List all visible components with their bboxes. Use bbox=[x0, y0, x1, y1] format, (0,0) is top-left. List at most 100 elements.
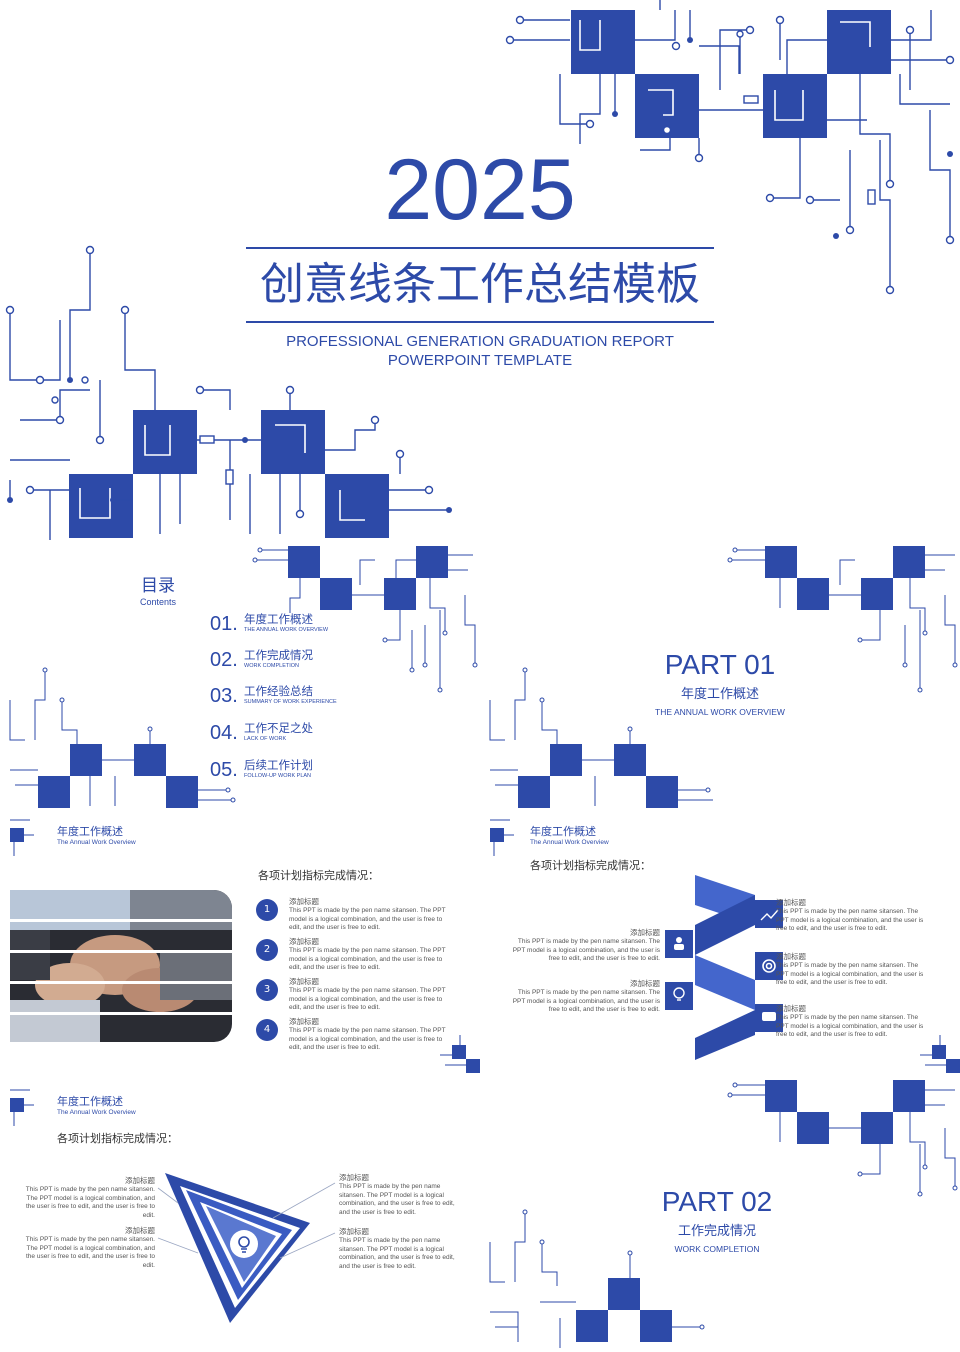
contents-item-label: 工作不足之处 bbox=[244, 721, 313, 735]
corner-circuit-decoration bbox=[490, 819, 514, 856]
title-rule-bottom bbox=[246, 321, 714, 323]
chart-icon bbox=[760, 909, 779, 921]
cover-year: 2025 bbox=[384, 142, 576, 238]
item-number-badge: 3 bbox=[256, 979, 278, 1001]
image-strip-divider bbox=[10, 981, 232, 984]
contents-item[interactable]: 02. 工作完成情况 WORK COMPLETION bbox=[210, 648, 410, 678]
w-item-right: 添加标题 This PPT is made by the pen name si… bbox=[776, 898, 928, 934]
teamwork-hands-image bbox=[10, 890, 232, 1042]
contents-item-number: 05. bbox=[210, 759, 238, 781]
slide-header-subtitle: The Annual Work Overview bbox=[57, 1109, 136, 1116]
overview-triangle-slide: 年度工作概述 The Annual Work Overview 各项计划指标完成… bbox=[0, 1080, 480, 1352]
item-title: 添加标题 bbox=[339, 1227, 369, 1236]
item-title: 添加标题 bbox=[289, 977, 319, 986]
item-body: This PPT is made by the pen name sitanse… bbox=[776, 908, 924, 933]
w-zigzag-infographic bbox=[665, 875, 783, 1060]
numbered-list-item: 1 添加标题 This PPT is made by the pen name … bbox=[256, 897, 456, 937]
contents-item-label-en: WORK COMPLETION bbox=[244, 663, 300, 669]
slide-header-title: 年度工作概述 bbox=[57, 1095, 123, 1108]
cover-slide: 2025 创意线条工作总结模板 PROFESSIONAL GENERATION … bbox=[0, 0, 960, 540]
image-strip-divider bbox=[10, 919, 232, 922]
item-body: This PPT is made by the pen name sitanse… bbox=[289, 907, 446, 932]
numbered-list-item: 3 添加标题 This PPT is made by the pen name … bbox=[256, 977, 456, 1017]
contents-item-label: 工作经验总结 bbox=[244, 684, 313, 698]
contents-item-label-en: FOLLOW-UP WORK PLAN bbox=[244, 773, 312, 779]
cover-title: 创意线条工作总结模板 bbox=[260, 259, 700, 310]
title-rule-top bbox=[246, 247, 714, 249]
section-heading: 各项计划指标完成情况： bbox=[258, 869, 379, 882]
contents-item-number: 02. bbox=[210, 649, 238, 671]
item-body: This PPT is made by the pen name sitanse… bbox=[512, 989, 660, 1014]
cover-subtitle-line2: POWERPOINT TEMPLATE bbox=[387, 352, 573, 369]
lifebuoy-icon bbox=[762, 959, 776, 973]
contents-title: 目录 bbox=[141, 576, 175, 596]
circuit-decoration-top bbox=[505, 0, 955, 295]
circuit-decoration-part02-bottom bbox=[489, 1209, 705, 1348]
w-item-left: 添加标题 This PPT is made by the pen name si… bbox=[510, 928, 660, 964]
contents-item-label: 后续工作计划 bbox=[244, 758, 313, 772]
slide-header-title: 年度工作概述 bbox=[530, 825, 596, 838]
slide-header-title: 年度工作概述 bbox=[57, 825, 123, 838]
contents-title-en: Contents bbox=[139, 597, 177, 607]
contents-item[interactable]: 04. 工作不足之处 LACK OF WORK bbox=[210, 721, 410, 751]
item-title: 添加标题 bbox=[776, 898, 806, 907]
image-strip-divider bbox=[10, 950, 232, 953]
item-title: 添加标题 bbox=[776, 1004, 806, 1013]
corner-circuit-decoration bbox=[440, 1035, 480, 1073]
people-icon bbox=[674, 937, 684, 950]
slide-header-subtitle: The Annual Work Overview bbox=[530, 839, 609, 846]
contents-item-label-en: THE ANNUAL WORK OVERVIEW bbox=[244, 627, 329, 633]
contents-item-number: 01. bbox=[210, 613, 238, 635]
item-body: This PPT is made by the pen name sitanse… bbox=[25, 1186, 155, 1219]
item-body: This PPT is made by the pen name sitanse… bbox=[25, 1236, 155, 1269]
lightbulb-icon bbox=[238, 1236, 250, 1253]
contents-item[interactable]: 05. 后续工作计划 FOLLOW-UP WORK PLAN bbox=[210, 758, 410, 788]
corner-circuit-decoration bbox=[920, 1035, 960, 1073]
item-body: This PPT is made by the pen name sitanse… bbox=[776, 962, 924, 987]
part01-title-en: THE ANNUAL WORK OVERVIEW bbox=[655, 707, 785, 717]
overview-list-slide: 年度工作概述 The Annual Work Overview 各项计划指标完成… bbox=[0, 810, 480, 1080]
w-item-right: 添加标题 This PPT is made by the pen name si… bbox=[776, 1004, 928, 1040]
slide-header-subtitle: The Annual Work Overview bbox=[57, 839, 136, 846]
contents-item-label-en: LACK OF WORK bbox=[244, 736, 287, 742]
corner-circuit-decoration bbox=[10, 1089, 34, 1126]
item-body: This PPT is made by the pen name sitanse… bbox=[289, 947, 446, 972]
item-body: This PPT is made by the pen name sitanse… bbox=[289, 1027, 446, 1052]
section-heading: 各项计划指标完成情况： bbox=[530, 859, 651, 872]
part01-title: 年度工作概述 bbox=[680, 687, 759, 702]
item-title: 添加标题 bbox=[289, 937, 319, 946]
circuit-decoration-part01-bottom bbox=[489, 667, 713, 808]
item-title: 添加标题 bbox=[630, 928, 660, 937]
triangle-item-left: 添加标题 This PPT is made by the pen name si… bbox=[20, 1226, 155, 1270]
layered-triangle-infographic bbox=[165, 1173, 310, 1323]
part01-label: PART 01 bbox=[664, 649, 776, 680]
contents-slide: 目录 Contents 01. 年度工作概述 THE ANNUAL WORK O… bbox=[0, 540, 480, 810]
triangle-item-left: 添加标题 This PPT is made by the pen name si… bbox=[20, 1176, 155, 1220]
item-title: 添加标题 bbox=[776, 952, 806, 961]
w-item-left: 添加标题 This PPT is made by the pen name si… bbox=[510, 979, 660, 1015]
item-title: 添加标题 bbox=[339, 1173, 369, 1182]
item-body: This PPT is made by the pen name sitanse… bbox=[339, 1183, 455, 1216]
corner-circuit-decoration bbox=[10, 819, 34, 856]
contents-item-label: 工作完成情况 bbox=[244, 648, 313, 662]
item-body: This PPT is made by the pen name sitanse… bbox=[339, 1237, 455, 1270]
chat-icon bbox=[762, 1012, 776, 1021]
contents-item-number: 04. bbox=[210, 722, 238, 744]
item-number-badge: 2 bbox=[256, 939, 278, 961]
overview-wshape-slide: 年度工作概述 The Annual Work Overview 各项计划指标完成… bbox=[480, 810, 960, 1080]
circuit-decoration-left bbox=[5, 245, 452, 540]
item-number-badge: 1 bbox=[256, 899, 278, 921]
item-title: 添加标题 bbox=[630, 979, 660, 988]
circuit-decoration-part02-top bbox=[727, 1080, 958, 1197]
item-title: 添加标题 bbox=[289, 897, 319, 906]
item-title: 添加标题 bbox=[125, 1226, 155, 1235]
section-heading: 各项计划指标完成情况： bbox=[57, 1132, 178, 1145]
contents-item[interactable]: 03. 工作经验总结 SUMMARY OF WORK EXPERIENCE bbox=[210, 684, 410, 714]
w-item-right: 添加标题 This PPT is made by the pen name si… bbox=[776, 952, 928, 988]
item-number-badge: 4 bbox=[256, 1019, 278, 1041]
part02-title: 工作完成情况 bbox=[677, 1224, 756, 1239]
contents-item-label: 年度工作概述 bbox=[244, 612, 313, 626]
numbered-list-item: 4 添加标题 This PPT is made by the pen name … bbox=[256, 1017, 456, 1057]
contents-item[interactable]: 01. 年度工作概述 THE ANNUAL WORK OVERVIEW bbox=[210, 612, 410, 642]
contents-item-label-en: SUMMARY OF WORK EXPERIENCE bbox=[244, 699, 337, 705]
